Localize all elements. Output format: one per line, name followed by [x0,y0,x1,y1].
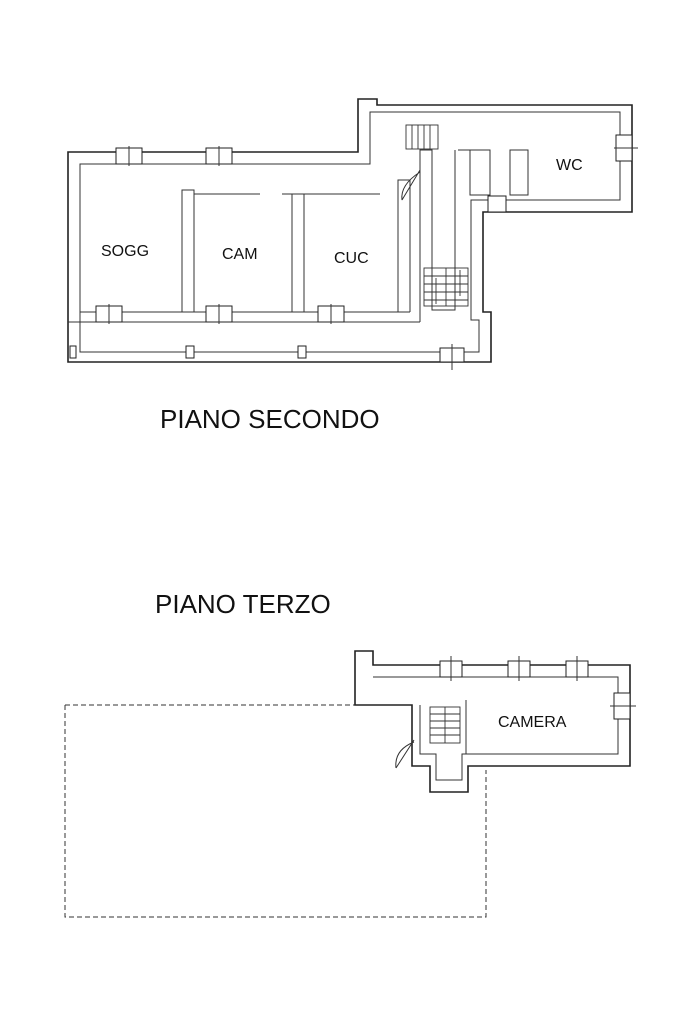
door-swing [401,169,421,201]
wc-wall [509,149,529,196]
second-floor-outer-wall [67,98,633,363]
upper-stair [405,124,439,150]
partition-sogg-cam [181,189,195,312]
floor-title-third: PIANO TERZO [155,589,331,619]
second-floor-plan: SOGG CAM CUC WC [67,98,638,370]
hall-wall [458,149,491,196]
second-floor-inner-wall [79,111,621,353]
third-floor-plan: CAMERA [64,650,636,918]
partition-cam-cuc [291,193,305,312]
stair-core-wall [419,149,456,322]
third-floor-stair [429,706,461,744]
room-label-wc: WC [556,157,583,174]
roof-outline-dashed [64,704,487,918]
floor-title-second: PIANO SECONDO [160,404,380,434]
third-floor-door-swing [395,739,415,769]
partition-cuc-stair [397,179,411,312]
third-floor-windows [439,656,636,720]
third-floor-outer-wall [354,650,631,793]
room-label-camera: CAMERA [498,714,567,731]
room-label-cam: CAM [222,246,258,263]
second-floor-windows [95,134,638,370]
lower-stair [423,267,469,307]
room-label-sogg: SOGG [101,243,149,260]
room-label-cuc: CUC [334,250,369,267]
balcony-posts [69,345,307,359]
